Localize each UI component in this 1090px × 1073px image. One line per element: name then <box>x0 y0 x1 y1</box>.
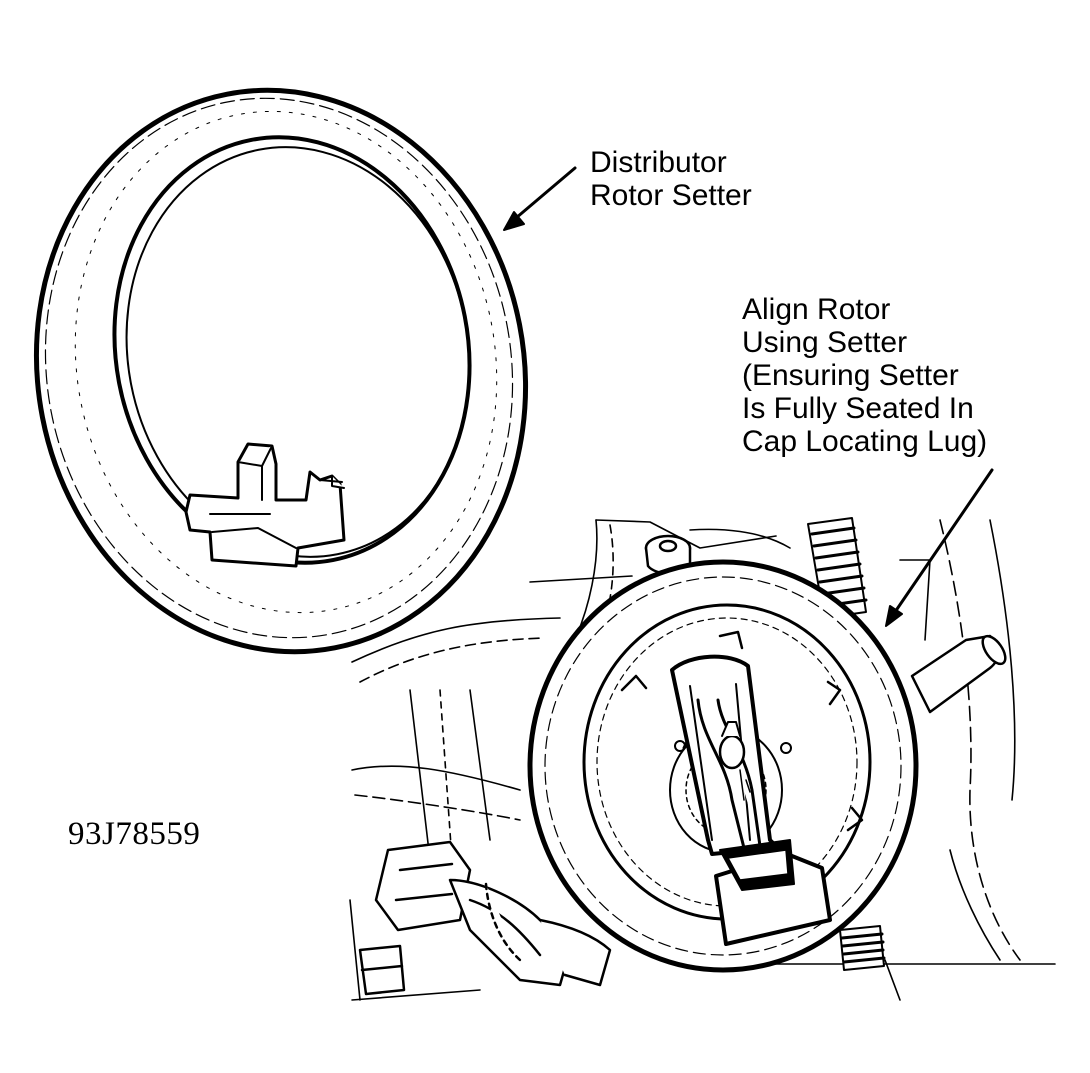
vacuum-fitting <box>910 634 1007 714</box>
setter-callout-arrow <box>503 166 577 231</box>
figure-id: 93J78559 <box>68 816 201 852</box>
distributor-rotor <box>670 654 832 946</box>
hold-down-bolt <box>644 534 692 575</box>
engine-block-sketch <box>349 519 1056 1001</box>
label-line: Distributor <box>590 146 727 179</box>
align-rotor-label: Align Rotor Using Setter (Ensuring Sette… <box>742 293 987 458</box>
label-line: Align Rotor <box>742 293 891 326</box>
label-line: Is Fully Seated In <box>742 392 974 425</box>
rotor-setter-label: Distributor Rotor Setter <box>590 146 752 212</box>
setter-locating-lugs <box>184 442 346 568</box>
rotor-setter-ring <box>33 87 529 655</box>
label-line: (Ensuring Setter <box>742 359 959 392</box>
fuel-line-fitting <box>358 840 612 996</box>
threaded-stud-bottom <box>839 925 886 971</box>
label-line: Rotor Setter <box>590 179 752 212</box>
label-line: Cap Locating Lug) <box>742 425 988 458</box>
align-callout-arrow <box>885 468 994 627</box>
label-line: Using Setter <box>742 326 908 359</box>
